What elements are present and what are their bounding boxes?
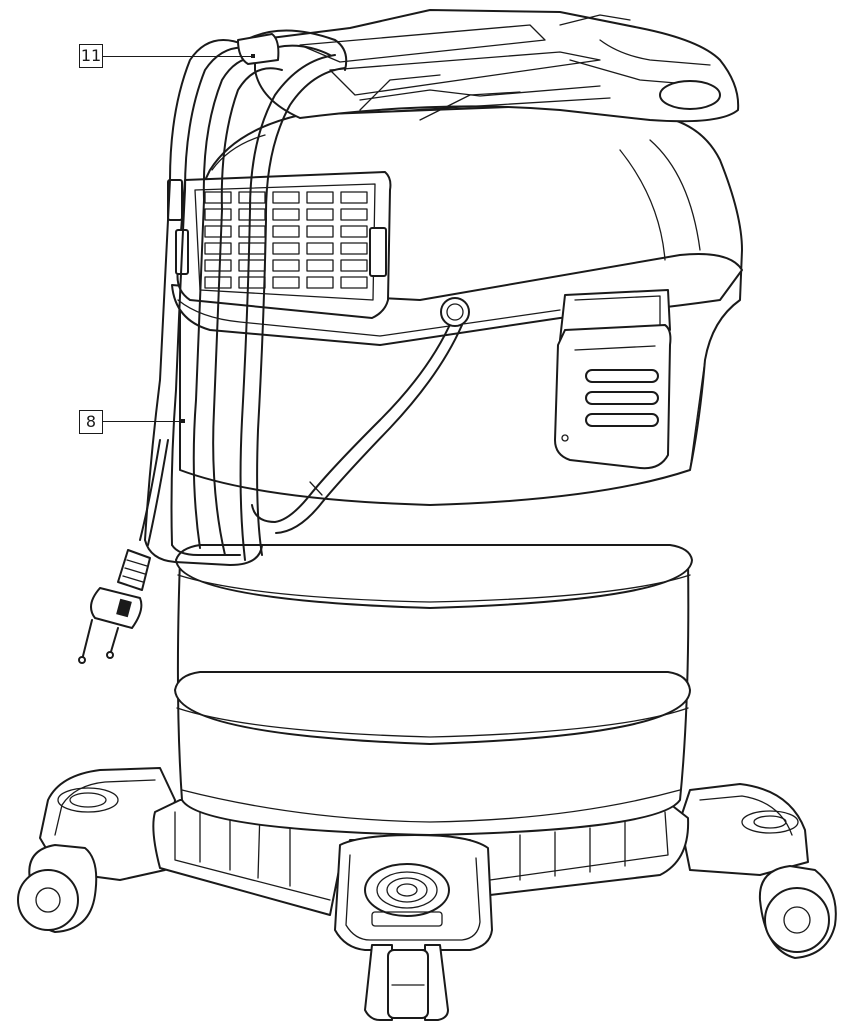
callout-label-8: 8 bbox=[79, 410, 103, 434]
callout-label-11: 11 bbox=[79, 44, 103, 68]
top-handle bbox=[254, 9, 740, 123]
grille-slot bbox=[204, 191, 232, 204]
grille-slot bbox=[204, 242, 232, 255]
grille-slot bbox=[204, 208, 232, 221]
grille-slot bbox=[272, 242, 300, 255]
grille-slot bbox=[340, 259, 368, 272]
left-caster-wheel bbox=[17, 844, 98, 933]
grille-slot bbox=[306, 225, 334, 238]
grille-slot bbox=[272, 208, 300, 221]
grille-slot bbox=[340, 191, 368, 204]
grille-slot bbox=[204, 259, 232, 272]
grille-slot bbox=[340, 242, 368, 255]
grille-slot bbox=[204, 225, 232, 238]
grille-slot bbox=[340, 276, 368, 289]
grille-slot bbox=[272, 259, 300, 272]
grille-slot bbox=[272, 191, 300, 204]
grille-slot bbox=[272, 225, 300, 238]
callout-leader-11 bbox=[103, 56, 253, 57]
grille-slot bbox=[306, 259, 334, 272]
callout-pointer-8 bbox=[181, 419, 185, 423]
grille-slot bbox=[306, 242, 334, 255]
right-caster-wheel bbox=[758, 865, 837, 959]
small-hose bbox=[251, 297, 470, 534]
grille-slot bbox=[272, 276, 300, 289]
front-caster-wheel bbox=[364, 944, 449, 1021]
grille-slot bbox=[238, 191, 266, 204]
grille-slot bbox=[340, 208, 368, 221]
grille-slot bbox=[340, 225, 368, 238]
mains-plug bbox=[78, 549, 151, 664]
container-tank bbox=[174, 544, 693, 836]
latch-clip bbox=[554, 289, 672, 470]
grille-slot bbox=[306, 276, 334, 289]
grille-slot bbox=[306, 208, 334, 221]
callout-leader-8 bbox=[103, 421, 183, 422]
callout-pointer-11 bbox=[251, 54, 255, 58]
grille-slot bbox=[306, 191, 334, 204]
